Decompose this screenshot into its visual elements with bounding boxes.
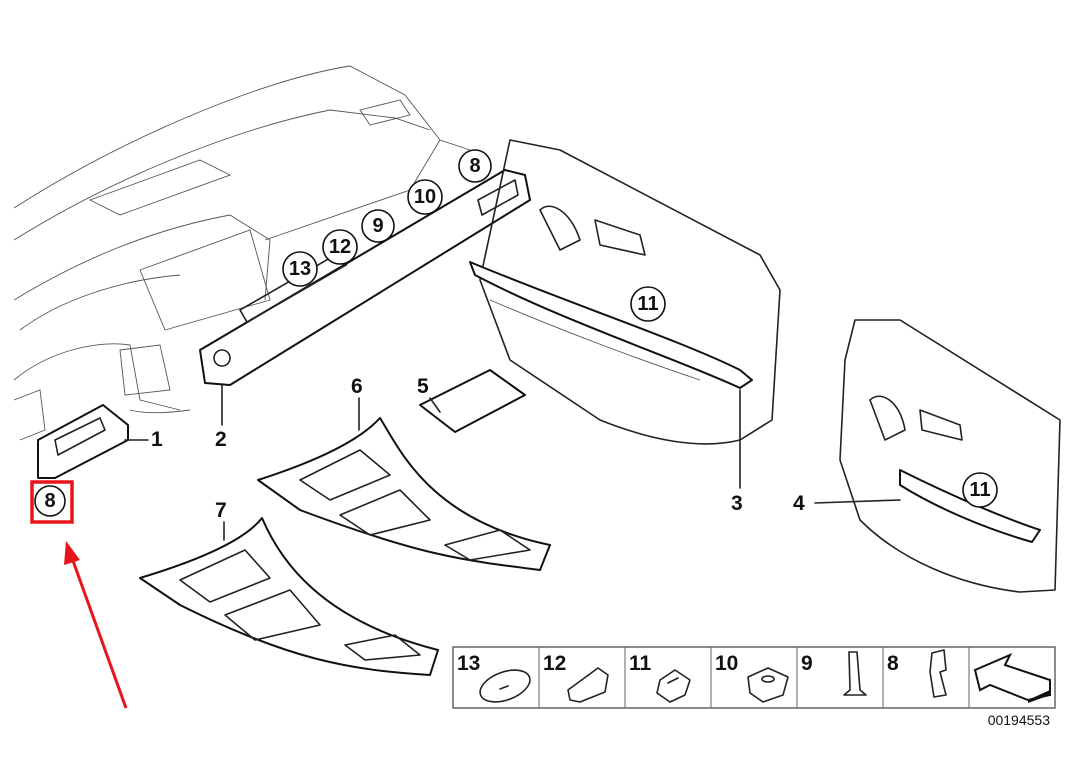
part-label-4: 4 bbox=[793, 492, 805, 515]
callout-10: 10 bbox=[407, 179, 443, 215]
callout-label: 10 bbox=[414, 186, 436, 208]
part-label-2: 2 bbox=[215, 428, 227, 451]
part-label-3: 3 bbox=[731, 492, 743, 515]
callout-8: 8 bbox=[458, 149, 492, 183]
part-label-6: 6 bbox=[351, 375, 363, 398]
dashboard-drawing bbox=[13, 65, 471, 441]
part-label-1: 1 bbox=[151, 428, 163, 451]
part-3-door-panel bbox=[469, 139, 781, 445]
highlighted-callout-8: 8 bbox=[30, 480, 74, 524]
legend-label-8: 8 bbox=[887, 652, 899, 675]
callout-label: 11 bbox=[969, 479, 990, 501]
callout-13: 13 bbox=[282, 251, 318, 287]
part-7-console-trim bbox=[139, 517, 439, 676]
fastener-legend: 13 12 11 10 9 8 bbox=[452, 646, 1056, 709]
clip-8-icon bbox=[929, 649, 947, 698]
part-5-cover bbox=[419, 369, 526, 433]
legend-label-9: 9 bbox=[801, 652, 813, 675]
part-label-5: 5 bbox=[417, 375, 429, 398]
part-label-7: 7 bbox=[215, 499, 227, 522]
callout-9: 9 bbox=[361, 209, 395, 243]
red-arrow bbox=[64, 541, 128, 709]
catalog-number: 00194553 bbox=[988, 712, 1051, 728]
leader-lines bbox=[124, 384, 901, 541]
expansion-rivet-icon bbox=[843, 651, 867, 696]
callout-12: 12 bbox=[322, 229, 358, 265]
legend-label-10: 10 bbox=[715, 652, 738, 675]
highlight-box bbox=[30, 480, 74, 524]
callout-11-front-door: 11 bbox=[630, 286, 666, 322]
callout-label: 11 bbox=[637, 293, 658, 315]
clip-nut-10-icon bbox=[747, 667, 789, 703]
callout-label: 13 bbox=[289, 258, 311, 280]
legend-label-12: 12 bbox=[543, 652, 566, 675]
clip-12-icon bbox=[567, 667, 609, 703]
legend-label-11: 11 bbox=[629, 652, 652, 675]
legend-label-13: 13 bbox=[457, 652, 480, 675]
callout-11-rear-door: 11 bbox=[962, 472, 998, 508]
part-4-rear-door-panel bbox=[839, 319, 1061, 593]
callout-label: 9 bbox=[372, 215, 383, 237]
callout-label: 8 bbox=[44, 490, 55, 512]
plug-icon bbox=[479, 669, 531, 703]
callout-label: 8 bbox=[469, 155, 480, 177]
clip-nut-11-icon bbox=[656, 669, 691, 703]
callout-label: 12 bbox=[329, 236, 351, 258]
part-2-trim-strip bbox=[199, 169, 531, 386]
